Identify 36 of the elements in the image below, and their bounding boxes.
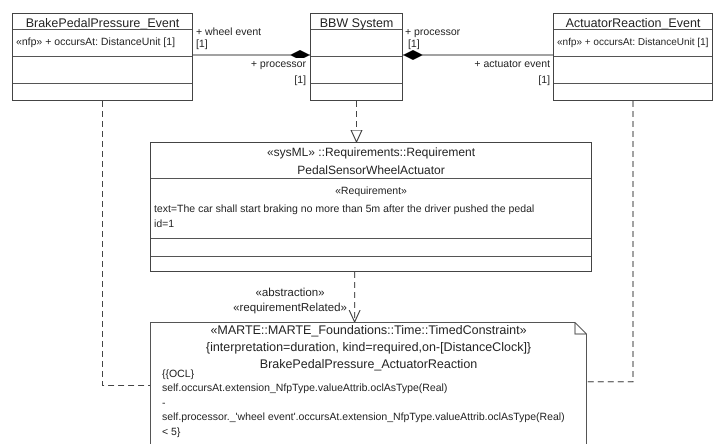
multiplicity-label: [1] [196, 38, 208, 50]
body-text: «Requirement» [335, 184, 407, 199]
heading-text: BBW System [320, 15, 394, 32]
class-box [553, 13, 713, 101]
heading-text: «sysML» ::Requirements::Requirement [266, 144, 476, 160]
multiplicity-label: [1] [408, 38, 420, 50]
body-text: {{OCL} [162, 367, 194, 382]
heading-text: PedalSensorWheelActuator [297, 162, 445, 178]
heading-text: BrakePedalPressure_ActuatorReaction [260, 357, 478, 372]
class-box [310, 13, 403, 101]
heading-text: ActuatorReaction_Event [566, 15, 700, 32]
dependency-line [102, 100, 150, 386]
body-text: - [162, 396, 166, 410]
heading-text: {interpretation=duration, kind=required,on-[DistanceClock]} [206, 340, 532, 355]
body-text: self.occursAt.extension_NfpType.valueAttrib.oclAsType(Real) [162, 381, 448, 396]
body-text: «nfp» + occursAt: DistanceUnit [1] [16, 35, 176, 50]
role-label: + wheel event [196, 26, 262, 38]
heading-text: BrakePedalPressure_Event [26, 15, 180, 32]
edge-label: «abstraction» «requirementRelated» [232, 286, 348, 316]
constraint-note [150, 322, 587, 444]
body-text: < 5} [162, 424, 180, 440]
composition-line [402, 50, 554, 60]
body-text: self.processor._'wheel event'.occursAt.extension_NfpType.valueAttrib.oclAsType(Real) [162, 410, 565, 425]
dependency-line [586, 100, 634, 382]
role-label: + processor [250, 58, 306, 70]
role-label: + actuator event [474, 58, 550, 70]
dependency-arrow [348, 272, 361, 322]
requirement-box [150, 142, 592, 272]
composition-line [192, 50, 310, 60]
body-text: «nfp» + occursAt: DistanceUnit [1] [557, 36, 708, 50]
dependency-arrow [350, 100, 362, 142]
role-label: + processor [405, 26, 460, 38]
class-box [12, 13, 193, 101]
body-text: id=1 [154, 217, 174, 232]
body-text: text=The car shall start braking no more than 5m after the driver pushed the pedal [154, 202, 534, 216]
heading-text: «MARTE::MARTE_Foundations::Time::TimedConstraint» [210, 323, 527, 338]
